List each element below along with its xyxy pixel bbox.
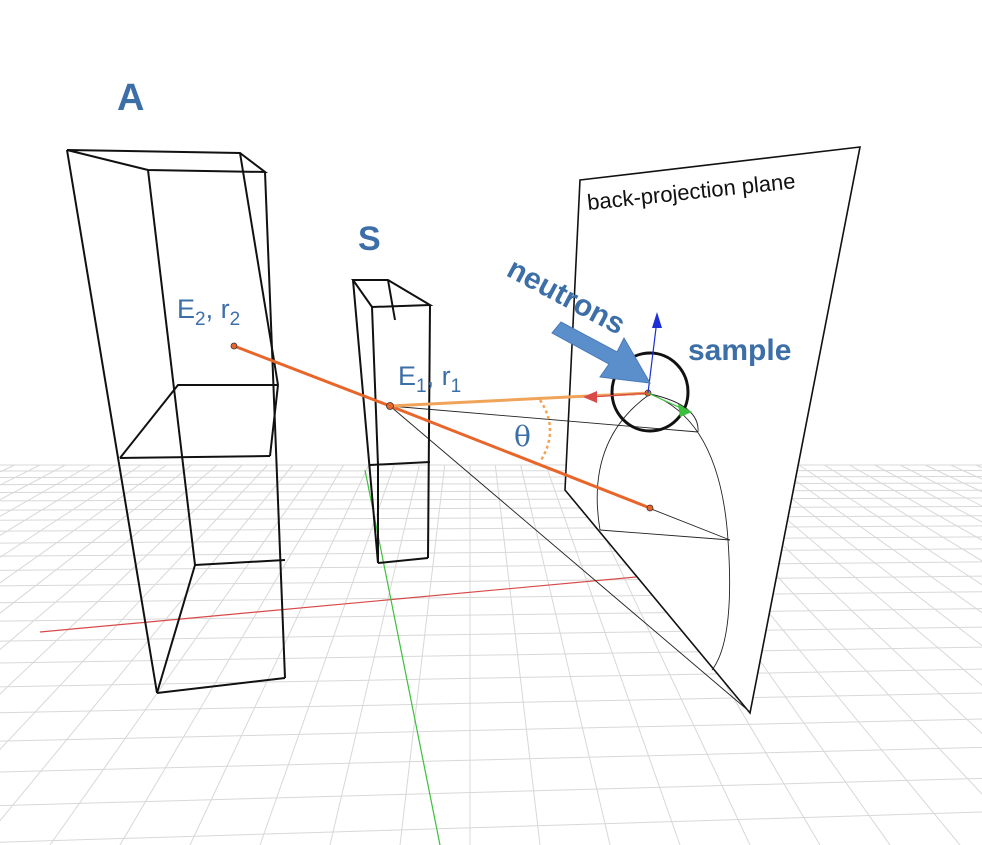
grid-line [0, 692, 982, 714]
sample-axis-blue [647, 319, 658, 394]
grid-line [0, 561, 982, 571]
label-e2-r2: E2, r2 [177, 294, 240, 330]
grid-line [0, 506, 982, 511]
grid-line [0, 464, 15, 473]
grid-line [0, 464, 294, 822]
label-detector-s: S [358, 220, 381, 258]
x-axis-red [39, 571, 691, 633]
grid-line [0, 591, 982, 604]
grid-line [0, 464, 269, 751]
grid-line [722, 464, 982, 686]
grid-line [0, 811, 982, 843]
grid-line [189, 464, 370, 845]
grid-line [925, 464, 982, 493]
detector-s-box [351, 279, 434, 564]
grid-line [259, 464, 395, 845]
grid-line [0, 476, 982, 479]
neutrons-arrow [551, 321, 651, 384]
grid-line [119, 464, 344, 845]
sample-axis-red-head [583, 391, 597, 403]
grid-line [0, 464, 66, 501]
track-e2-to-e1 [233, 344, 391, 408]
sample-axis-red [591, 392, 649, 398]
detector-a-box [66, 149, 286, 694]
sample-axis-green-head [678, 404, 692, 417]
e2-point [230, 342, 238, 350]
label-detector-a: A [117, 77, 144, 119]
grid-line [798, 464, 982, 586]
theta-arc [538, 399, 552, 463]
grid-line [49, 464, 319, 845]
grid-line [874, 464, 982, 523]
grid-line [0, 497, 982, 502]
grid-line [0, 464, 218, 651]
grid-line [0, 482, 982, 486]
grid-line [0, 548, 982, 557]
grid-line [0, 464, 142, 558]
grid-line [823, 464, 982, 562]
sample-axis-blue-head [652, 312, 662, 328]
label-theta: θ [514, 420, 531, 453]
grid-line [0, 464, 117, 536]
back-projection-plane [564, 146, 861, 715]
grid-line [0, 777, 982, 807]
track-sample-to-e1 [389, 391, 649, 408]
grid-line [0, 536, 982, 544]
grid-line [0, 646, 982, 664]
label-e1-r1: E1, r1 [398, 361, 461, 397]
grid-line [0, 626, 982, 642]
label-sample: sample [688, 334, 791, 367]
grid-line [773, 464, 982, 614]
grid-line [0, 525, 982, 532]
grid-line [0, 464, 193, 614]
grid-line [0, 718, 982, 742]
plane-hit-point [646, 504, 654, 512]
grid-line [0, 464, 243, 695]
grid-line [0, 464, 41, 486]
grid-line [0, 464, 167, 584]
track-e1-to-plane [389, 404, 651, 510]
grid-line [0, 515, 982, 521]
floor-grid [0, 464, 982, 845]
grid-line [329, 464, 420, 845]
grid-line [849, 464, 982, 541]
grid-line [950, 464, 982, 480]
grid-line [0, 608, 982, 622]
grid-line [0, 746, 982, 773]
grid-line [0, 668, 982, 688]
sample-circle [610, 351, 690, 433]
grid-line [0, 464, 91, 517]
grid-line [899, 464, 982, 507]
grid-line [399, 464, 446, 845]
grid-line [0, 575, 982, 587]
grid-line [747, 464, 982, 647]
e1-point [386, 402, 394, 410]
